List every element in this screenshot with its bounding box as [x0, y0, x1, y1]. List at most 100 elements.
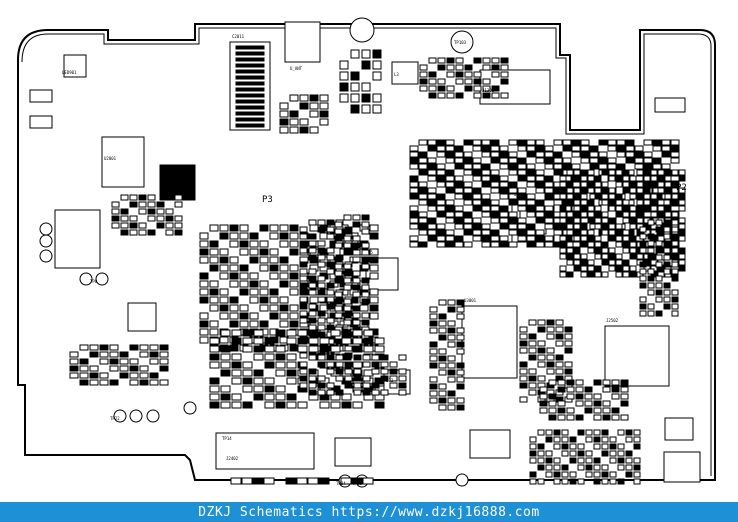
smd-part [269, 288, 279, 296]
smd-part [350, 104, 360, 114]
smd-part [573, 217, 581, 224]
smd-part [535, 199, 545, 206]
smd-part [317, 331, 326, 338]
smd-part [571, 139, 581, 146]
smd-part [438, 397, 447, 404]
smd-part [253, 393, 264, 401]
smd-part [249, 288, 259, 296]
smd-part [361, 93, 371, 103]
smd-part [253, 377, 264, 385]
smd-part [508, 193, 518, 200]
smd-part [593, 478, 601, 485]
smd-part [427, 217, 437, 224]
smd-part [481, 139, 491, 146]
smd-part [165, 208, 174, 215]
smd-part [340, 477, 352, 485]
smd-part [371, 389, 380, 396]
smd-part [585, 429, 593, 436]
smd-part [269, 304, 279, 312]
smd-part [678, 175, 686, 182]
smd-part [508, 181, 518, 188]
smd-part [671, 247, 679, 254]
smd-part [663, 303, 671, 310]
smd-part [490, 175, 500, 182]
smd-part [526, 181, 536, 188]
smd-part [555, 333, 564, 340]
smd-part [607, 157, 617, 164]
smd-part [138, 229, 147, 236]
smd-part [374, 401, 385, 409]
smd-part [655, 247, 663, 254]
smd-part [456, 383, 465, 390]
smd-part [454, 181, 464, 188]
smd-part [508, 151, 518, 158]
smd-part [535, 175, 545, 182]
smd-part [335, 375, 344, 382]
smd-part [231, 337, 242, 345]
smd-part [636, 187, 644, 194]
smd-part [326, 233, 335, 240]
smd-part [409, 187, 419, 194]
smd-part [625, 450, 633, 457]
smd-part [418, 229, 428, 236]
smd-part [409, 205, 419, 212]
smd-part [587, 259, 595, 266]
smd-part [438, 348, 447, 355]
smd-part [352, 291, 361, 298]
smd-part [622, 199, 630, 206]
smd-part [499, 193, 509, 200]
smd-part [499, 181, 509, 188]
smd-part [353, 375, 362, 382]
smd-part [289, 272, 299, 280]
smd-part [636, 211, 644, 218]
smd-part [608, 169, 616, 176]
ref-label-l12: L12 [386, 378, 394, 383]
smd-part [657, 205, 665, 212]
smd-part [564, 361, 573, 368]
smd-part [629, 271, 637, 278]
smd-part [89, 351, 99, 358]
smd-part [508, 223, 518, 230]
smd-part [362, 375, 371, 382]
smd-part [308, 289, 317, 296]
smd-part [409, 211, 419, 218]
smd-part [149, 344, 159, 351]
smd-part [361, 249, 370, 256]
smd-part [519, 368, 528, 375]
smd-part [575, 393, 584, 400]
smd-part [569, 471, 577, 478]
smd-part [199, 320, 209, 328]
smd-part [629, 175, 637, 182]
smd-part [535, 205, 545, 212]
smd-part [334, 221, 343, 228]
smd-part [289, 248, 299, 256]
smd-part [209, 401, 220, 409]
smd-part [639, 275, 647, 282]
smd-part [339, 60, 349, 70]
smd-part [564, 333, 573, 340]
ref-label-u3001: U3001 [464, 298, 477, 303]
smd-part [643, 163, 653, 170]
smd-part [252, 477, 264, 485]
smd-part [587, 265, 595, 272]
smd-part [264, 353, 275, 361]
smd-part [445, 229, 455, 236]
smd-part [587, 211, 595, 218]
smd-part [629, 265, 637, 272]
smd-part [555, 368, 564, 375]
chip-u3101 [604, 325, 670, 387]
smd-part [663, 254, 671, 261]
smd-part [269, 264, 279, 272]
smd-part [286, 401, 297, 409]
smd-part [490, 235, 500, 242]
smd-part [279, 102, 289, 110]
smd-part [481, 211, 491, 218]
smd-part [566, 259, 574, 266]
smd-part [580, 229, 588, 236]
smd-part [566, 199, 574, 206]
smd-part [380, 361, 389, 368]
smd-part [517, 187, 527, 194]
smd-part [446, 57, 455, 64]
smd-part [308, 382, 317, 389]
smd-part [548, 400, 557, 407]
